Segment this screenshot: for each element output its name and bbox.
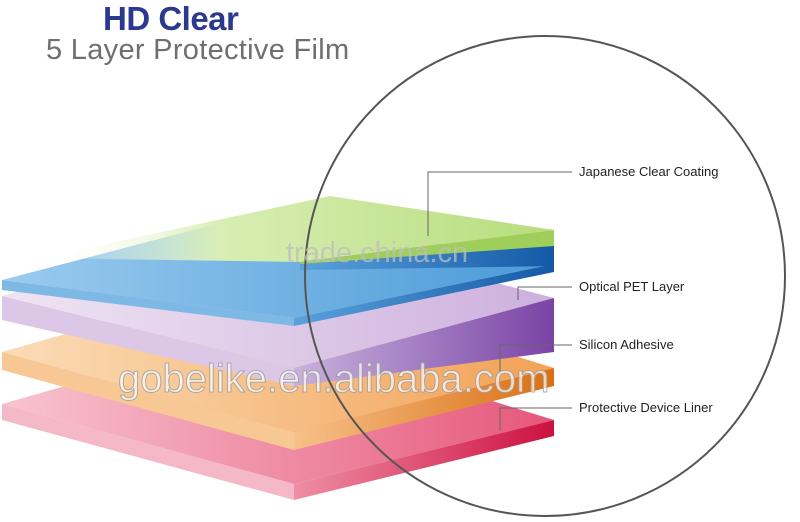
leader-line-pet — [517, 286, 572, 300]
coating-side-face — [300, 230, 554, 264]
leader-line-adhesive — [499, 344, 572, 374]
leader-lines — [427, 171, 572, 430]
diagram-title: HD Clear — [103, 0, 239, 37]
label-silicon-adhesive: Silicon Adhesive — [579, 337, 674, 352]
pet-front-face — [2, 280, 294, 326]
pet-side-face — [294, 264, 554, 326]
adhesive-front-edge — [2, 352, 294, 450]
magnifier-circle — [304, 35, 786, 517]
layer-clear-coating — [40, 196, 554, 264]
pet-top-face — [2, 212, 554, 318]
leader-line-coating — [427, 171, 572, 236]
watermark-primary: trade.china.cn — [286, 237, 468, 269]
layer-optical-pet — [2, 212, 554, 326]
label-protective-device-liner: Protective Device Liner — [579, 400, 713, 415]
liner-side-face — [294, 420, 554, 500]
diagram-subtitle: 5 Layer Protective Film — [46, 34, 350, 66]
purple-front-face — [2, 296, 294, 386]
coating-top-face — [40, 196, 554, 262]
purple-side-face — [294, 298, 554, 386]
label-japanese-clear-coating: Japanese Clear Coating — [579, 164, 718, 179]
adhesive-side-face — [294, 368, 554, 450]
watermark-secondary: gobelike.en.alibaba.com — [118, 357, 549, 401]
label-optical-pet-layer: Optical PET Layer — [579, 279, 685, 294]
liner-front-face — [2, 404, 294, 500]
leader-line-liner — [499, 407, 572, 430]
